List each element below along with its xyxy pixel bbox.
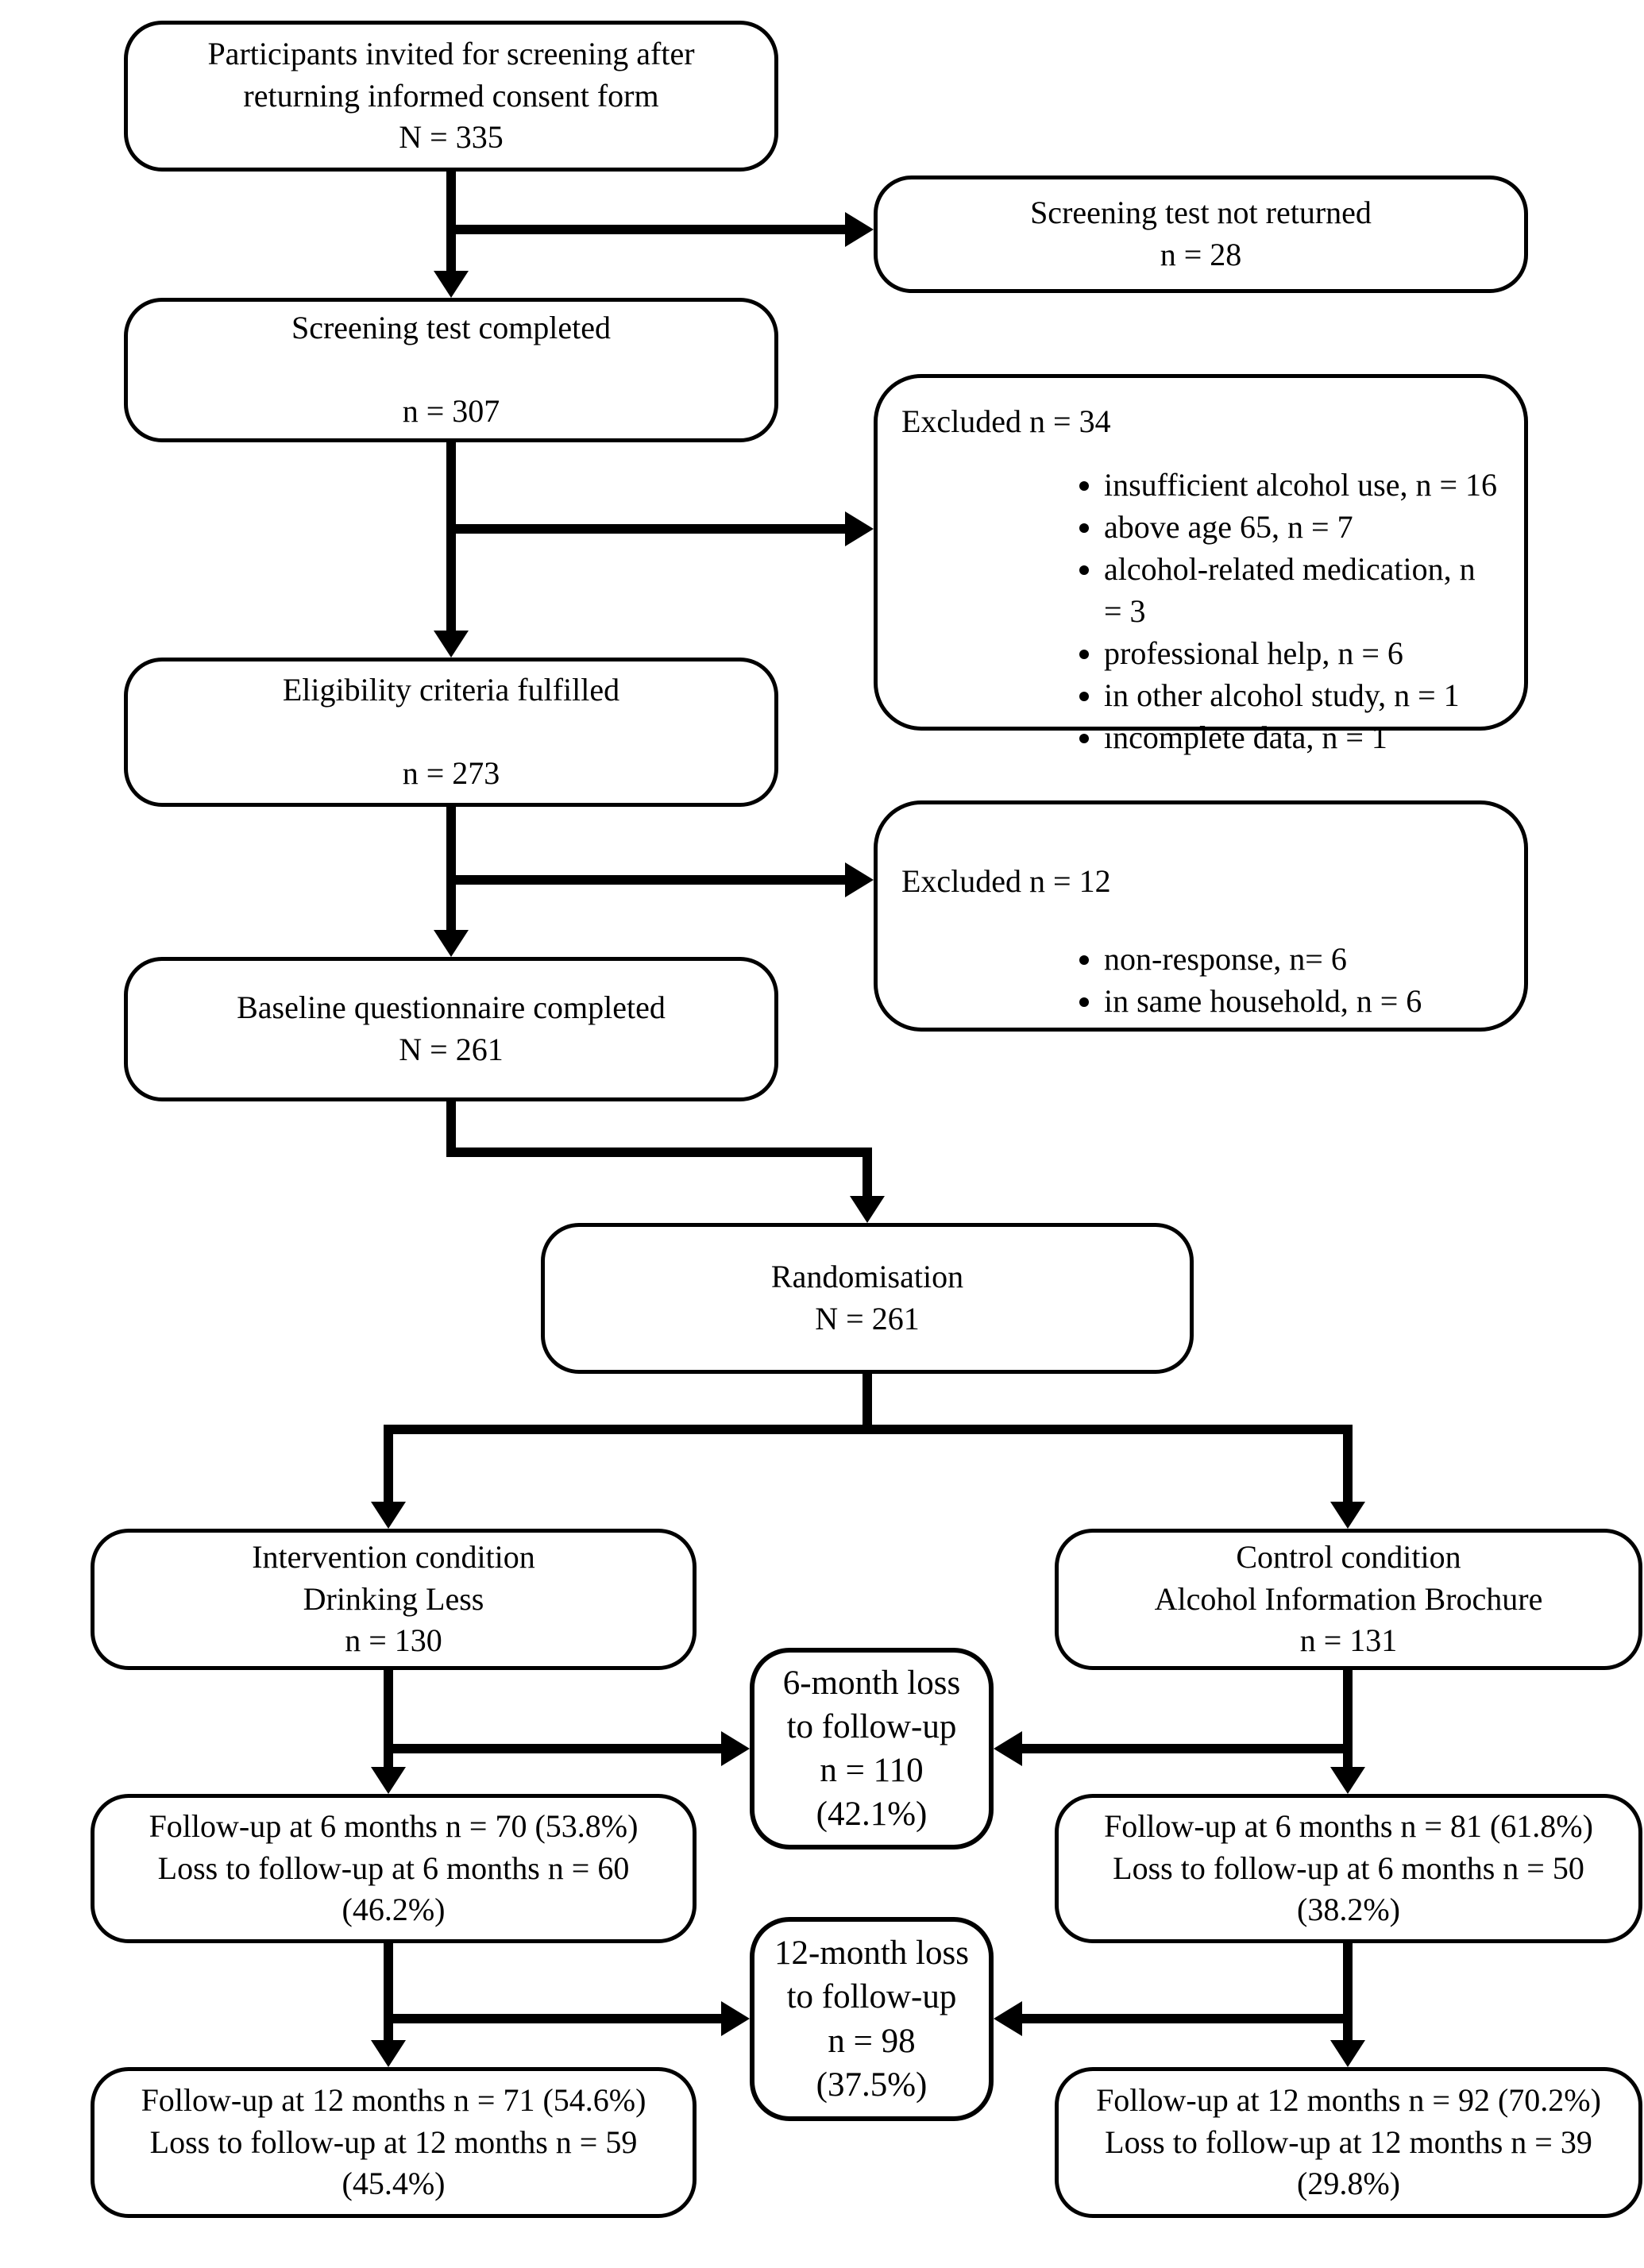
box-screening-not-returned: Screening test not returned n = 28	[874, 176, 1528, 293]
excluded-reason-item: professional help, n = 6	[1104, 632, 1500, 674]
connector-split-left-down	[384, 1425, 393, 1503]
connector-baseline-elbow	[446, 1148, 872, 1157]
box-screening-not-returned-text: Screening test not returned n = 28	[1030, 195, 1372, 272]
excluded-reason-item: in other alcohol study, n = 1	[1104, 674, 1500, 716]
arrowhead-to-baseline	[434, 930, 469, 957]
box-baseline-completed-text: Baseline questionnaire completed N = 261	[237, 989, 666, 1067]
arrowhead-to-not-returned	[845, 212, 874, 247]
connector-branch-excluded-baseline	[446, 875, 848, 885]
box-followup-12-intervention-text: Follow-up at 12 months n = 71 (54.6%) Lo…	[141, 2081, 646, 2202]
connector-eligibility-down	[446, 807, 456, 932]
connector-followup6-intervention-down	[384, 1943, 393, 2042]
arrowhead-loss6-from-right	[994, 1731, 1022, 1766]
arrowhead-to-excluded-baseline	[845, 862, 874, 897]
connector-randomisation-down	[863, 1374, 872, 1434]
connector-control-down	[1343, 1670, 1353, 1768]
arrowhead-to-followup12-intervention	[371, 2040, 406, 2067]
box-followup-6-intervention-text: Follow-up at 6 months n = 70 (53.8%) Los…	[149, 1807, 639, 1928]
box-eligibility-fulfilled-text: Eligibility criteria fulfilled n = 273	[282, 671, 620, 792]
connector-followup6-control-down	[1343, 1943, 1353, 2042]
box-excluded-baseline-list: non-response, n= 6in same household, n =…	[901, 938, 1500, 1022]
arrowhead-loss12-from-right	[994, 2001, 1022, 2036]
connector-branch-loss6-left	[384, 1744, 723, 1753]
box-screening-completed: Screening test completed n = 307	[124, 298, 778, 442]
excluded-reason-item: insufficient alcohol use, n = 16	[1104, 464, 1500, 506]
box-excluded-baseline-title: Excluded n = 12	[901, 863, 1111, 899]
arrowhead-to-eligibility	[434, 631, 469, 658]
box-randomisation: Randomisation N = 261	[541, 1223, 1194, 1374]
box-eligibility-fulfilled: Eligibility criteria fulfilled n = 273	[124, 658, 778, 807]
arrowhead-to-screening-completed	[434, 271, 469, 298]
box-randomisation-text: Randomisation N = 261	[770, 1259, 964, 1336]
connector-branch-loss6-right	[1022, 1744, 1348, 1753]
connector-split	[384, 1425, 1353, 1434]
box-participants-invited-text: Participants invited for screening after…	[207, 35, 695, 156]
box-baseline-completed: Baseline questionnaire completed N = 261	[124, 957, 778, 1101]
arrowhead-loss12-from-left	[721, 2001, 750, 2036]
arrowhead-to-intervention	[371, 1502, 406, 1529]
connector-to-randomisation	[863, 1148, 872, 1198]
connector-branch-excluded-screening	[446, 524, 848, 534]
box-followup-6-control-text: Follow-up at 6 months n = 81 (61.8%) Los…	[1104, 1807, 1593, 1928]
box-excluded-screening-list: insufficient alcohol use, n = 16above ag…	[901, 464, 1500, 758]
box-participants-invited: Participants invited for screening after…	[124, 21, 778, 172]
excluded-reason-item: in same household, n = 6	[1104, 980, 1500, 1022]
box-excluded-baseline: Excluded n = 12 non-response, n= 6in sam…	[874, 800, 1528, 1032]
arrowhead-to-randomisation	[850, 1196, 885, 1223]
arrowhead-to-excluded-screening	[845, 511, 874, 546]
excluded-reason-item: above age 65, n = 7	[1104, 506, 1500, 548]
excluded-reason-item: alcohol-related medication, n = 3	[1104, 548, 1500, 632]
arrowhead-to-control	[1330, 1502, 1365, 1529]
connector-branch-loss12-left	[384, 2014, 723, 2023]
box-6-month-loss-text: 6-month loss to follow-up n = 110 (42.1%…	[782, 1664, 961, 1834]
box-followup-12-control: Follow-up at 12 months n = 92 (70.2%) Lo…	[1055, 2067, 1642, 2218]
arrowhead-to-followup6-intervention	[371, 1767, 406, 1794]
box-control-condition: Control condition Alcohol Information Br…	[1055, 1529, 1642, 1670]
box-control-condition-text: Control condition Alcohol Information Br…	[1154, 1538, 1543, 1659]
connector-split-right-down	[1343, 1425, 1353, 1503]
box-12-month-loss: 12-month loss to follow-up n = 98 (37.5%…	[750, 1917, 994, 2121]
connector-baseline-down	[446, 1101, 456, 1157]
connector-intervention-down	[384, 1670, 393, 1768]
box-12-month-loss-text: 12-month loss to follow-up n = 98 (37.5%…	[774, 1934, 969, 2104]
connector-invited-down	[446, 172, 456, 273]
box-followup-12-control-text: Follow-up at 12 months n = 92 (70.2%) Lo…	[1096, 2081, 1601, 2202]
box-intervention-condition: Intervention condition Drinking Less n =…	[91, 1529, 697, 1670]
arrowhead-to-followup12-control	[1330, 2040, 1365, 2067]
connector-branch-loss12-right	[1022, 2014, 1348, 2023]
box-screening-completed-text: Screening test completed n = 307	[291, 309, 612, 430]
excluded-reason-item: non-response, n= 6	[1104, 938, 1500, 980]
box-followup-6-intervention: Follow-up at 6 months n = 70 (53.8%) Los…	[91, 1794, 697, 1943]
box-excluded-screening-title: Excluded n = 34	[901, 403, 1111, 439]
connector-branch-not-returned	[446, 225, 848, 234]
box-followup-6-control: Follow-up at 6 months n = 81 (61.8%) Los…	[1055, 1794, 1642, 1943]
box-6-month-loss: 6-month loss to follow-up n = 110 (42.1%…	[750, 1648, 994, 1850]
box-excluded-screening: Excluded n = 34 insufficient alcohol use…	[874, 374, 1528, 755]
box-followup-12-intervention: Follow-up at 12 months n = 71 (54.6%) Lo…	[91, 2067, 697, 2218]
arrowhead-loss6-from-left	[721, 1731, 750, 1766]
excluded-reason-item: incomplete data, n = 1	[1104, 716, 1500, 758]
connector-screening-down	[446, 442, 456, 632]
box-intervention-condition-text: Intervention condition Drinking Less n =…	[252, 1538, 535, 1659]
arrowhead-to-followup6-control	[1330, 1767, 1365, 1794]
